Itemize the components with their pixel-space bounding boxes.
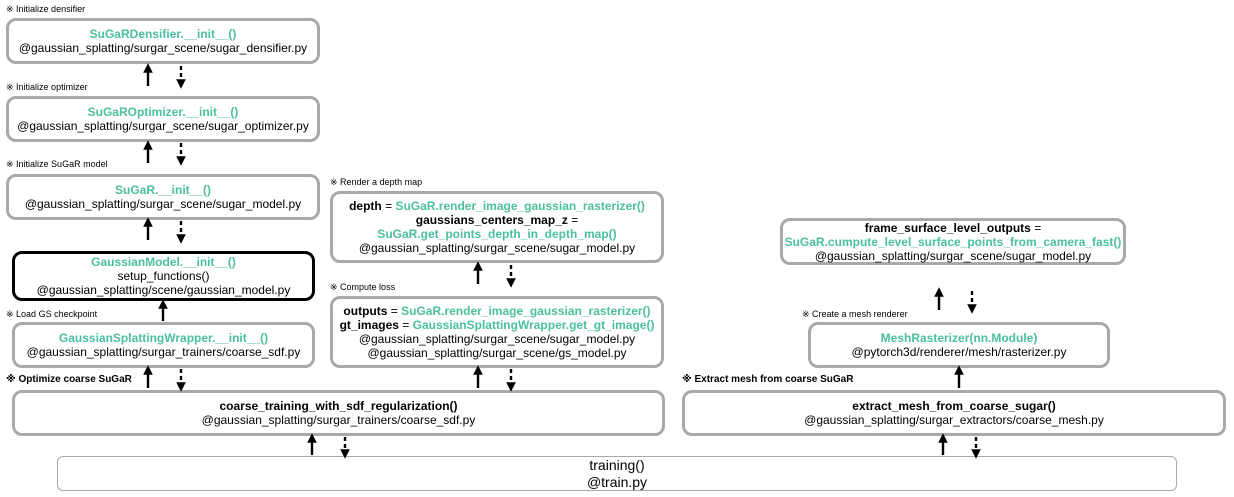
file-path: @gaussian_splatting/surgar_scene/sugar_m… <box>814 248 1092 263</box>
box-render-depth-map: depth = SuGaR.render_image_gaussian_rast… <box>330 191 664 263</box>
box-surface-level-outputs: frame_surface_level_outputs = SuGaR.cump… <box>780 218 1126 265</box>
equals: = <box>381 199 396 213</box>
file-path: @gaussian_splatting/surgar_extractors/co… <box>804 413 1104 427</box>
equals: = <box>567 213 579 227</box>
note-create-mesh-renderer: ※ Create a mesh renderer <box>802 309 908 319</box>
function-name: SuGaR.__init__() <box>114 183 212 197</box>
box-mesh-rasterizer: MeshRasterizer(nn.Module) @pytorch3d/ren… <box>808 322 1110 368</box>
var-outputs: outputs <box>343 304 388 318</box>
file-path: @gaussian_splatting/surgar_scene/sugar_m… <box>24 197 302 211</box>
file-path: @gaussian_splatting/surgar_scene/sugar_d… <box>18 41 308 55</box>
file-path: @train.py <box>586 473 648 490</box>
var-depth: depth <box>349 199 382 213</box>
function-name: SuGaROptimizer.__init__() <box>87 105 239 119</box>
file-path: @gaussian_splatting/surgar_trainers/coar… <box>26 345 301 359</box>
file-path: @gaussian_splatting/surgar_trainers/coar… <box>201 413 476 427</box>
note-render-depth-map: ※ Render a depth map <box>330 177 423 187</box>
file-path: @pytorch3d/renderer/mesh/rasterizer.py <box>851 345 1067 359</box>
note-extract-mesh: ※ Extract mesh from coarse SuGaR <box>682 374 854 385</box>
var-frame-surface-level-outputs: frame_surface_level_outputs <box>864 220 1031 235</box>
function-get-gt-image: GaussianSplattingWrapper.get_gt_image() <box>412 318 655 332</box>
box-extract-mesh: extract_mesh_from_coarse_sugar() @gaussi… <box>682 390 1226 436</box>
file-path: @gaussian_splatting/surgar_scene/sugar_m… <box>358 241 636 255</box>
note-compute-loss: ※ Compute loss <box>330 282 396 292</box>
box-sugar-init: SuGaR.__init__() @gaussian_splatting/sur… <box>6 174 320 220</box>
file-path: @gaussian_splatting/surgar_scene/sugar_o… <box>17 119 309 133</box>
file-path: @gaussian_splatting/surgar_scene/sugar_m… <box>358 332 636 346</box>
var-gaussians-centers: gaussians_centers_map_z <box>415 213 568 227</box>
box-coarse-training: coarse_training_with_sdf_regularization(… <box>12 390 665 436</box>
gt-images-assignment: gt_images = GaussianSplattingWrapper.get… <box>340 318 655 332</box>
function-get-points-depth: SuGaR.get_points_depth_in_depth_map() <box>377 227 617 241</box>
note-optimize-coarse-sugar: ※ Optimize coarse SuGaR <box>6 374 132 385</box>
box-gs-wrapper-init: GaussianSplattingWrapper.__init__() @gau… <box>12 322 315 368</box>
note-initialize-optimizer: ※ Initialize optimizer <box>6 82 88 92</box>
var-gt-images: gt_images <box>339 318 399 332</box>
function-name: training() <box>589 456 645 473</box>
note-initialize-sugar-model: ※ Initialize SuGaR model <box>6 159 108 169</box>
function-name: GaussianSplattingWrapper.__init__() <box>58 331 269 345</box>
file-path: @gaussian_splatting/scene/gaussian_model… <box>36 283 291 297</box>
function-name: extract_mesh_from_coarse_sugar() <box>852 399 1056 413</box>
function-render-image: SuGaR.render_image_gaussian_rasterizer() <box>395 199 645 213</box>
box-gaussian-model-init: GaussianModel.__init__() setup_functions… <box>12 251 315 301</box>
note-load-gs-checkpoint: ※ Load GS checkpoint <box>6 309 98 319</box>
outputs-assignment: outputs = SuGaR.render_image_gaussian_ra… <box>343 304 650 318</box>
function-name: SuGaRDensifier.__init__() <box>89 27 237 41</box>
function-call: setup_functions() <box>117 269 210 283</box>
depth-assignment: depth = SuGaR.render_image_gaussian_rast… <box>349 199 645 213</box>
function-name: GaussianModel.__init__() <box>91 255 236 269</box>
function-compute-level-surface: SuGaR.cumpute_level_surface_points_from_… <box>784 234 1122 249</box>
equals: = <box>398 318 413 332</box>
equals: = <box>1030 220 1042 235</box>
surface-assignment: frame_surface_level_outputs = <box>865 221 1041 235</box>
function-render-image: SuGaR.render_image_gaussian_rasterizer() <box>401 304 651 318</box>
note-initialize-densifier: ※ Initialize densifier <box>6 4 86 14</box>
box-compute-loss: outputs = SuGaR.render_image_gaussian_ra… <box>330 296 664 368</box>
box-sugar-optimizer-init: SuGaROptimizer.__init__() @gaussian_spla… <box>6 96 320 142</box>
centers-assignment: gaussians_centers_map_z = <box>416 213 578 227</box>
equals: = <box>387 304 402 318</box>
box-training: training() @train.py <box>57 456 1177 491</box>
function-name: coarse_training_with_sdf_regularization(… <box>219 399 458 413</box>
function-name: MeshRasterizer(nn.Module) <box>880 331 1038 345</box>
box-sugar-densifier-init: SuGaRDensifier.__init__() @gaussian_spla… <box>6 18 320 64</box>
file-path: @gaussian_splatting/surgar_scene/gs_mode… <box>367 346 627 360</box>
